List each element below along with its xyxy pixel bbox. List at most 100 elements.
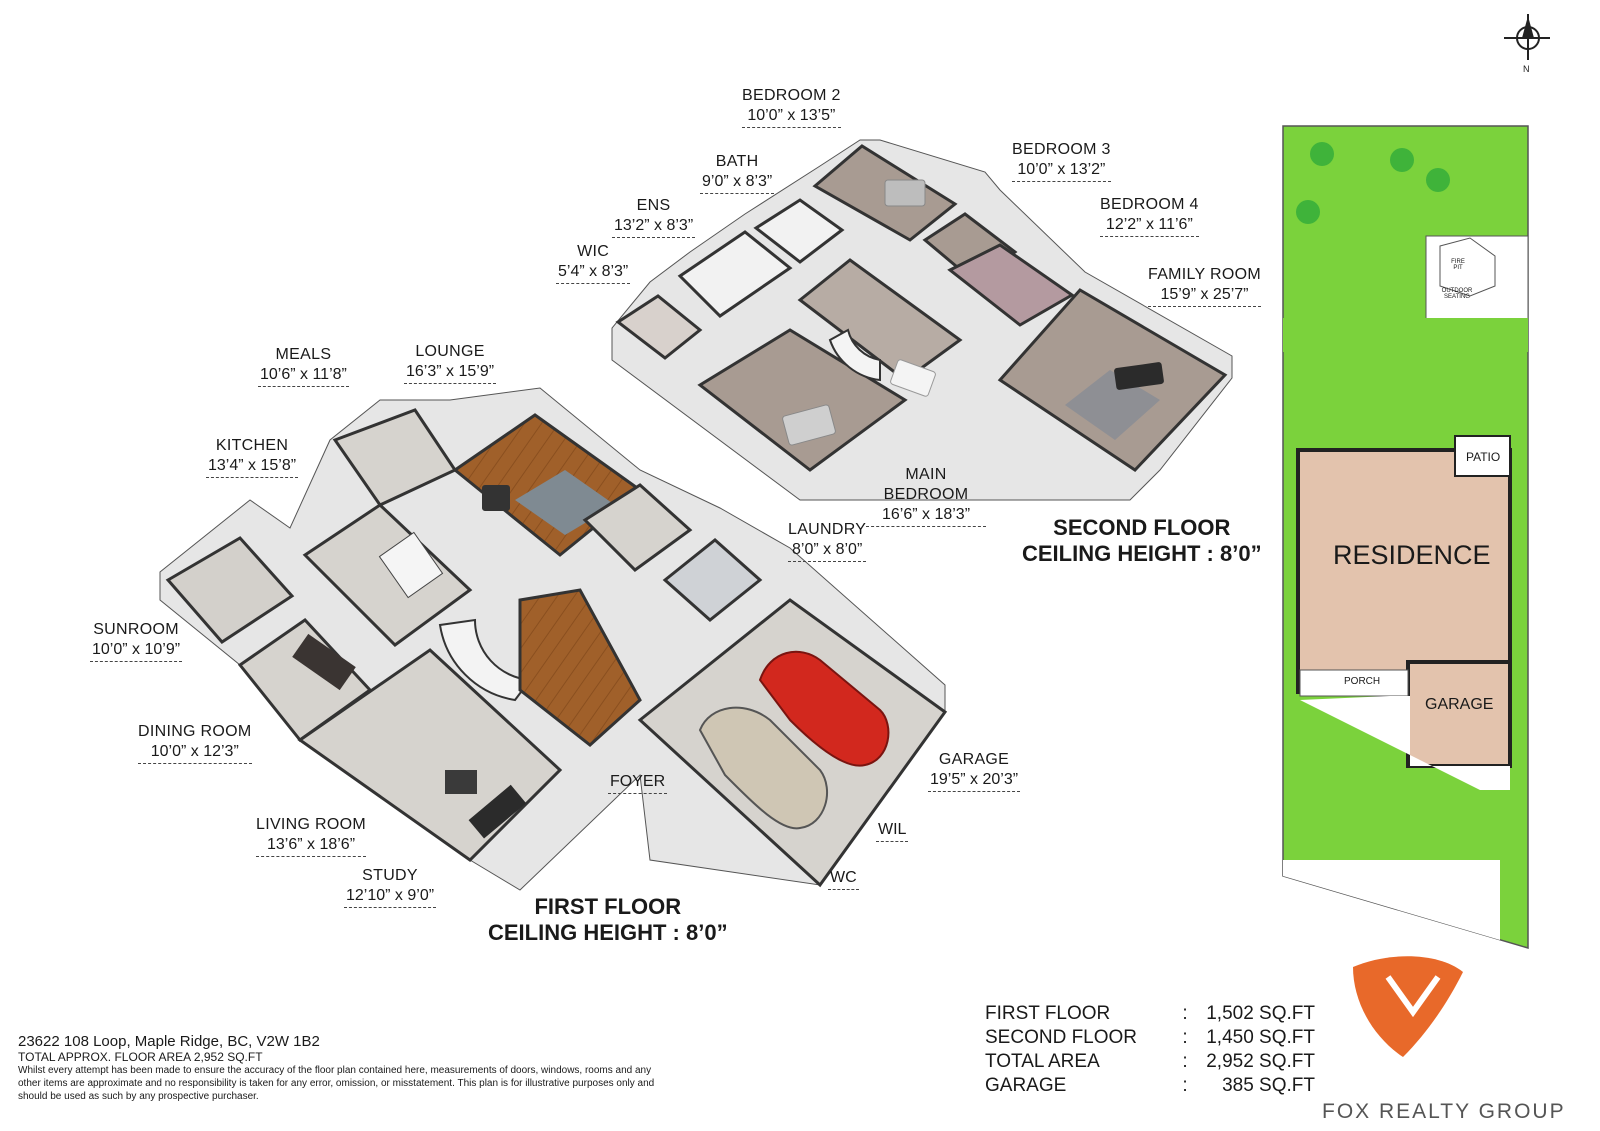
room-dims: 10’0” x 13’2” xyxy=(1012,160,1111,182)
room-dims: 10’0” x 12’3” xyxy=(138,742,252,764)
area-row-second-floor: SECOND FLOOR : 1,450 SQ.FT xyxy=(985,1027,1315,1051)
label-family-room: FAMILY ROOM 15’9” x 25’7” xyxy=(1148,265,1261,307)
sunroom-floor xyxy=(165,536,295,644)
area-label: GARAGE xyxy=(985,1075,1067,1096)
area-value: 385 SQ.FT xyxy=(1222,1075,1315,1096)
room-name: MEALS xyxy=(275,346,332,363)
living-table xyxy=(445,770,477,794)
room-name: FOYER xyxy=(608,772,668,794)
label-lounge: LOUNGE 16’3” x 15’9” xyxy=(404,342,497,384)
room-name: ENS xyxy=(636,197,671,214)
study-floor xyxy=(582,483,693,572)
room-name: WIC xyxy=(577,243,610,260)
label-wc: WC xyxy=(828,868,859,890)
property-address: 23622 108 Loop, Maple Ridge, BC, V2W 1B2 xyxy=(18,1033,320,1050)
room-name: LAUNDRY xyxy=(788,521,867,538)
label-foyer: FOYER xyxy=(608,772,668,794)
site-firepit-label: FIRE PIT xyxy=(1451,259,1465,271)
room-dims: 13’6” x 18’6” xyxy=(256,835,366,857)
area-row-garage: GARAGE : 385 SQ.FT xyxy=(985,1075,1315,1099)
silver-car xyxy=(698,706,829,830)
front-walk xyxy=(1283,860,1500,940)
room-dims: 13’2” x 8’3” xyxy=(612,216,696,238)
label-bedroom-4: BEDROOM 4 12’2” x 11’6” xyxy=(1100,195,1199,237)
room-name: BEDROOM 2 xyxy=(742,87,841,104)
second-floor-plan xyxy=(611,139,1233,501)
disclaimer: Whilst every attempt has been made to en… xyxy=(18,1065,655,1102)
room-dims: 10’6” x 11’8” xyxy=(258,365,349,387)
first-floor-title: FIRST FLOOR CEILING HEIGHT : 8’0” xyxy=(488,894,728,946)
red-car xyxy=(758,650,890,767)
room-name: FAMILY ROOM xyxy=(1148,266,1261,283)
room-dims: 9’0” x 8’3” xyxy=(700,172,775,194)
label-meals: MEALS 10’6” x 11’8” xyxy=(258,345,349,387)
room-dims: 10’0” x 13’5” xyxy=(742,106,841,128)
label-garage: GARAGE 19’5” x 20’3” xyxy=(928,750,1021,792)
foyer-floor xyxy=(518,588,642,747)
room-dims: 19’5” x 20’3” xyxy=(928,770,1021,792)
room-dims: 10’0” x 10’9” xyxy=(90,640,183,662)
site-patio-label: PATIO xyxy=(1466,450,1501,464)
label-bath: BATH 9’0” x 8’3” xyxy=(700,152,775,194)
total-floor-area: TOTAL APPROX. FLOOR AREA 2,952 SQ.FT xyxy=(18,1050,263,1064)
room-name: SUNROOM xyxy=(93,621,179,638)
compass-icon xyxy=(1504,14,1550,60)
area-value: 1,450 SQ.FT xyxy=(1206,1027,1315,1048)
kitchen-floor xyxy=(302,503,473,647)
room-name: LIVING ROOM xyxy=(256,816,366,833)
label-wic: WIC 5’4” x 8’3” xyxy=(556,242,631,284)
label-kitchen: KITCHEN 13’4” x 15’8” xyxy=(206,436,299,478)
label-ens: ENS 13’2” x 8’3” xyxy=(612,196,696,238)
room-dims: 12’2” x 11’6” xyxy=(1100,215,1199,237)
room-name: WIL xyxy=(876,820,909,842)
area-row-total: TOTAL AREA : 2,952 SQ.FT xyxy=(985,1051,1315,1075)
room-name: BEDROOM 4 xyxy=(1100,196,1199,213)
ceiling-height: CEILING HEIGHT : 8’0” xyxy=(1022,541,1262,566)
tree-icon xyxy=(1390,148,1414,172)
room-name: STUDY xyxy=(362,867,418,884)
fox-logo-icon xyxy=(1353,956,1463,1057)
wic-floor xyxy=(615,294,703,360)
kitchen-island xyxy=(378,531,444,599)
site-residence-label: RESIDENCE xyxy=(1333,540,1491,570)
room-dims: 16’3” x 15’9” xyxy=(404,362,497,384)
second-floor-title: SECOND FLOOR CEILING HEIGHT : 8’0” xyxy=(1022,515,1262,567)
area-value: 1,502 SQ.FT xyxy=(1206,1003,1315,1024)
living-sofa xyxy=(468,784,527,839)
area-label: TOTAL AREA xyxy=(985,1051,1100,1072)
label-living-room: LIVING ROOM 13’6” x 18’6” xyxy=(256,815,366,857)
compass-north-label: N xyxy=(1523,64,1530,74)
label-bedroom-3: BEDROOM 3 10’0” x 13’2” xyxy=(1012,140,1111,182)
label-main-bedroom: MAIN BEDROOM 16’6” x 18’3” xyxy=(866,465,986,527)
lounge-armchair xyxy=(482,485,510,511)
fire-pit xyxy=(1439,237,1496,297)
footer: 23622 108 Loop, Maple Ridge, BC, V2W 1B2… xyxy=(18,1033,658,1103)
second-floor-stair xyxy=(828,328,881,382)
area-value: 2,952 SQ.FT xyxy=(1206,1051,1315,1072)
driveway xyxy=(1300,696,1510,790)
room-dims: 8’0” x 8’0” xyxy=(788,540,867,562)
label-sunroom: SUNROOM 10’0” x 10’9” xyxy=(90,620,183,662)
room-name: GARAGE xyxy=(938,751,1010,768)
site-plan xyxy=(1282,125,1529,950)
site-porch-label: PORCH xyxy=(1344,676,1381,687)
area-sep: : xyxy=(1182,1003,1188,1024)
label-wil: WIL xyxy=(876,820,909,842)
site-garage-label: GARAGE xyxy=(1425,696,1494,713)
area-sep: : xyxy=(1182,1027,1188,1048)
family-rug xyxy=(1065,370,1160,440)
room-dims: 15’9” x 25’7” xyxy=(1148,285,1261,307)
label-study: STUDY 12’10” x 9’0” xyxy=(344,866,437,908)
floor-name: SECOND FLOOR xyxy=(1053,515,1231,540)
ceiling-height: CEILING HEIGHT : 8’0” xyxy=(488,920,728,945)
bath-floor xyxy=(753,198,845,264)
bedroom-2-bed xyxy=(884,179,926,207)
brand-name: FOX REALTY GROUP xyxy=(1322,1100,1566,1123)
tree-icon xyxy=(1310,142,1334,166)
area-label: FIRST FLOOR xyxy=(985,1003,1111,1024)
hall-floor xyxy=(797,258,963,382)
room-name: WC xyxy=(828,868,859,890)
area-sep: : xyxy=(1182,1051,1188,1072)
room-name: KITCHEN xyxy=(215,437,289,454)
area-summary: FIRST FLOOR : 1,502 SQ.FT SECOND FLOOR :… xyxy=(985,1003,1315,1099)
